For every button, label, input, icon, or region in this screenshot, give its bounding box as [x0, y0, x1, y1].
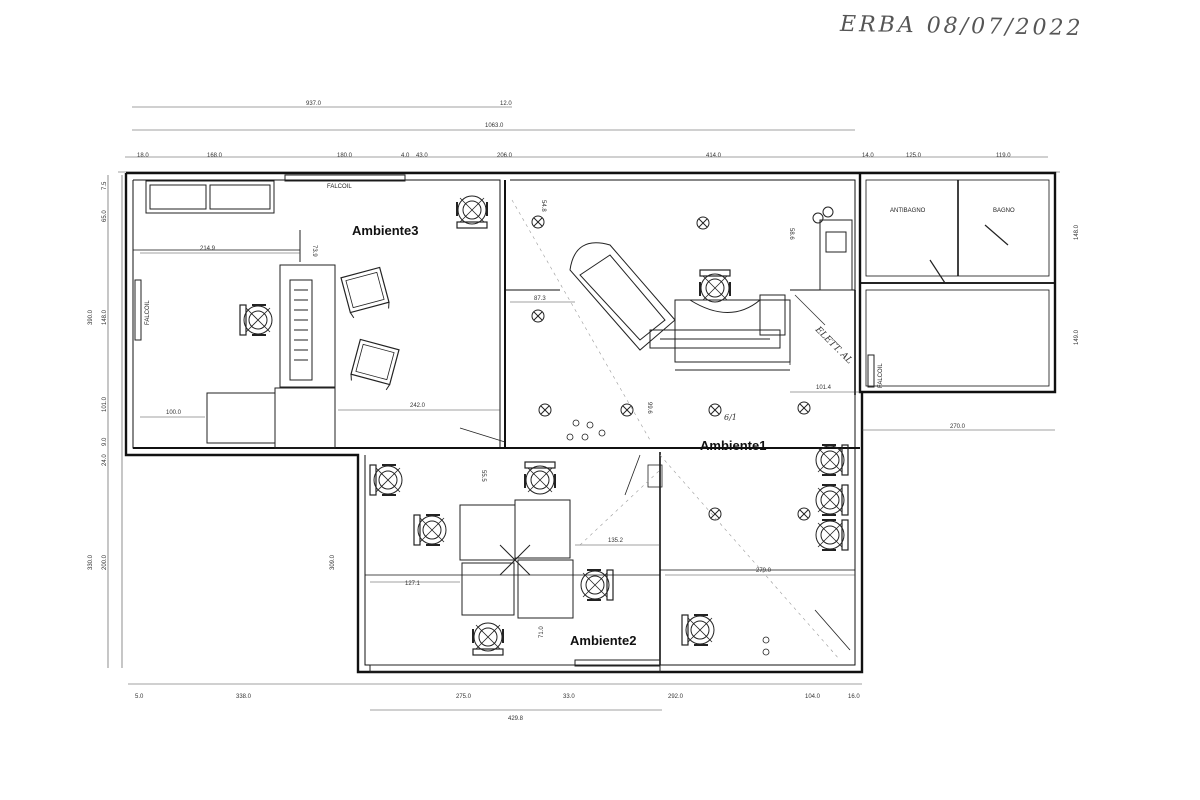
dim-inner-1490: 149.0 [1074, 329, 1080, 345]
dim-inner-555: 55.5 [480, 470, 486, 482]
chair-ambiente2-2 [413, 514, 447, 546]
chair-stack-ambiente1 [815, 444, 849, 551]
dim-inner-2420: 242.0 [410, 403, 426, 409]
falcoil-label-right: FALCOIL [878, 363, 884, 388]
dim-inner-1014: 101.4 [816, 385, 832, 391]
dim-inner-1000: 100.0 [166, 410, 182, 416]
dim-left-65: 65.0 [102, 210, 108, 222]
dim-top-414: 414.0 [706, 153, 722, 159]
desk-ambiente3 [206, 230, 336, 449]
falcoil-unit-top [284, 174, 406, 182]
dim-top-937: 937.0 [306, 101, 322, 107]
room-label-bagno: BAGNO [993, 208, 1015, 214]
dim-left-1850: 148.0 [102, 309, 108, 325]
walls [124, 171, 1057, 674]
curved-desk-ambiente1 [569, 242, 791, 371]
chair-ambiente3-corner [456, 195, 488, 229]
scrawl-arrow [794, 294, 826, 326]
chair-ambiente2-4 [472, 622, 504, 656]
dim-inner-1271: 127.1 [405, 581, 421, 587]
dim-left-75: 7.5 [102, 181, 108, 190]
dim-inner-1352: 135.2 [608, 538, 624, 544]
mark-annotation: 6/1 [724, 413, 737, 422]
misc-ambiente1 [459, 224, 1009, 656]
dim-bottom-275: 275.0 [456, 694, 472, 700]
dim-inner-2790: 279.0 [756, 568, 772, 574]
dim-inner-586: 58.6 [788, 228, 794, 240]
bottom-dimension-lines [128, 683, 862, 711]
dim-top-119: 119.0 [996, 153, 1011, 159]
chair-ambiente2-1 [524, 461, 556, 495]
dim-inner-710: 71.0 [539, 626, 545, 638]
left-dimension-lines [107, 175, 123, 668]
dim-bottom-104: 104.0 [805, 694, 821, 700]
dim-left-24: 24.0 [102, 454, 108, 466]
chair-ambiente1-lower [681, 614, 715, 646]
falcoil-label-top: FALCOIL [327, 184, 352, 190]
chair-ambiente1-desk [699, 269, 731, 303]
room-label-ambiente2: Ambiente2 [570, 633, 636, 648]
room-label-ambiente1: Ambiente1 [700, 438, 766, 453]
room-label-antibagno: ANTIBAGNO [890, 208, 926, 214]
dim-top-125: 125.0 [906, 153, 922, 159]
dim-bottom-5: 5.0 [135, 694, 144, 700]
dim-top-180: 180.0 [337, 153, 353, 159]
dim-top-14: 14.0 [862, 153, 874, 159]
dim-top-4: 4.0 [401, 153, 410, 159]
top-dimension-lines [118, 106, 1060, 173]
dim-bottom-33: 33.0 [563, 694, 575, 700]
dim-top-43: 43.0 [416, 153, 428, 159]
dim-inner-2149: 214.9 [200, 246, 216, 252]
falcoil-label-left: FALCOIL [145, 300, 151, 325]
window-bottom-right [369, 659, 661, 673]
dashed-guides [511, 199, 841, 661]
dim-left-101: 101.0 [102, 396, 108, 412]
chair-ambiente3-desk [239, 304, 273, 336]
dim-left-330: 330.0 [88, 554, 94, 570]
dim-left-9: 9.0 [102, 437, 108, 446]
dim-inner-2700: 270.0 [950, 424, 966, 430]
scrawl-annotation: ELETT. AL [812, 324, 854, 366]
dim-inner-548: 54.8 [540, 200, 546, 212]
dim-top-206: 206.0 [497, 153, 513, 159]
dim-inner-739: 73.9 [311, 245, 317, 257]
dim-top-12: 12.0 [500, 101, 512, 107]
left-dimension-labels: 7.5 65.0 390.0 148.0 101.0 9.0 24.0 330.… [88, 181, 108, 570]
chair-ambiente2-3 [580, 569, 614, 601]
armchair-ambiente3-1 [340, 266, 392, 319]
meeting-table-ambiente2 [459, 499, 574, 619]
dim-top-18: 18.0 [137, 153, 149, 159]
window-ambiente3 [145, 180, 275, 214]
dim-bottom-4298: 429.8 [508, 716, 524, 722]
ceiling-lights [531, 215, 811, 521]
dim-inner-1480: 148.0 [1074, 224, 1080, 240]
armchair-ambiente3-2 [348, 338, 400, 391]
dim-top-1063: 1063.0 [485, 123, 504, 129]
falcoil-unit-left [134, 279, 142, 341]
dim-inner-873: 87.3 [534, 296, 546, 302]
dim-bottom-338: 338.0 [236, 694, 252, 700]
dim-bottom-292: 292.0 [668, 694, 684, 700]
inner-dimension-lines [140, 252, 1055, 583]
cabinet-ambiente1 [812, 206, 853, 291]
dim-bottom-16: 16.0 [848, 694, 860, 700]
chair-ambiente2-corner [369, 464, 403, 496]
falcoil-unit-right [867, 354, 875, 388]
room-label-ambiente3: Ambiente3 [352, 223, 418, 238]
dim-inner-3090: 309.0 [330, 554, 336, 570]
dim-top-168: 168.0 [207, 153, 223, 159]
dim-left-390: 390.0 [88, 309, 94, 325]
dim-left-2900: 200.0 [102, 554, 108, 570]
dim-inner-996: 99.6 [646, 402, 652, 414]
